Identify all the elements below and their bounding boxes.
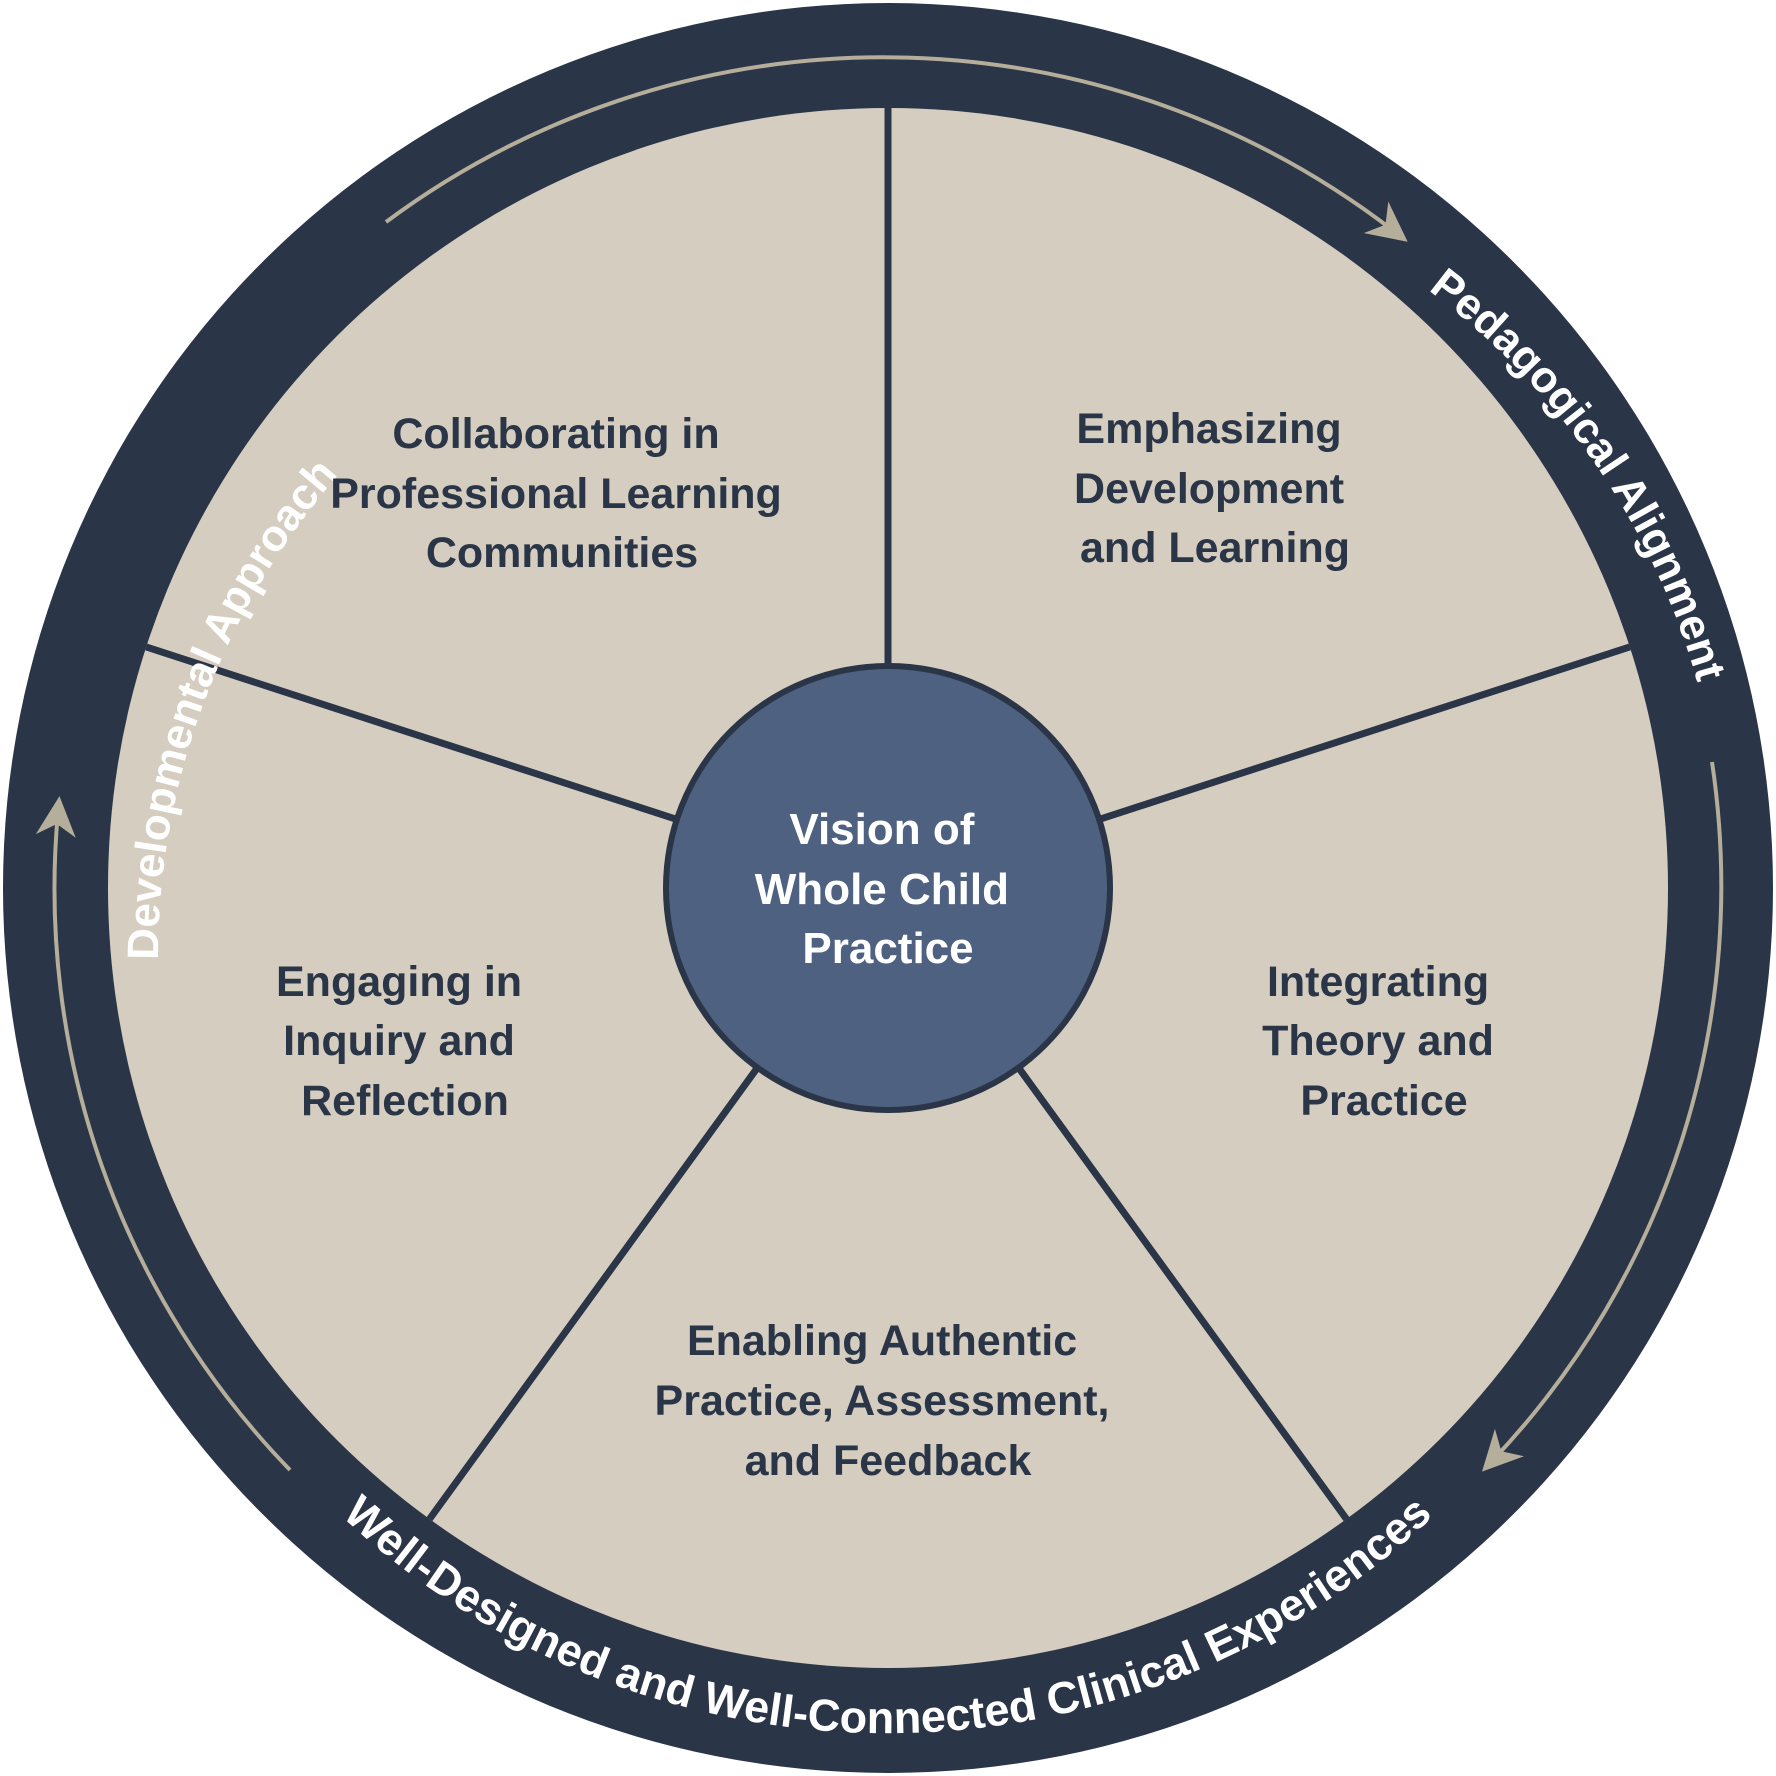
segment-label-collaborating: Collaborating in Professional Learning C… <box>330 410 794 577</box>
arrow-left-icon <box>35 796 292 1472</box>
segment-label-development: Emphasizing Development and Learning <box>1074 405 1356 572</box>
segment-label-inquiry: Engaging in Inquiry and Reflection <box>276 958 534 1125</box>
segment-development <box>888 108 1630 888</box>
arrow-top-icon <box>384 55 1408 242</box>
divider-line <box>426 1065 761 1522</box>
segment-collaborating <box>146 108 889 888</box>
center-circle <box>663 663 1113 1113</box>
arrow-right-icon <box>1482 761 1724 1472</box>
divider-line <box>1098 643 1631 823</box>
segment-authentic <box>429 888 1347 1669</box>
divider-line <box>145 643 678 823</box>
center-label: Vision of Whole Child Practice <box>755 805 1021 973</box>
divider-line <box>1015 1065 1350 1522</box>
segment-label-theory: Integrating Theory and Practice <box>1262 958 1506 1125</box>
segment-dividers <box>145 108 1631 1522</box>
segment-label-authentic: Enabling Authentic Practice, Assessment,… <box>655 1317 1122 1485</box>
